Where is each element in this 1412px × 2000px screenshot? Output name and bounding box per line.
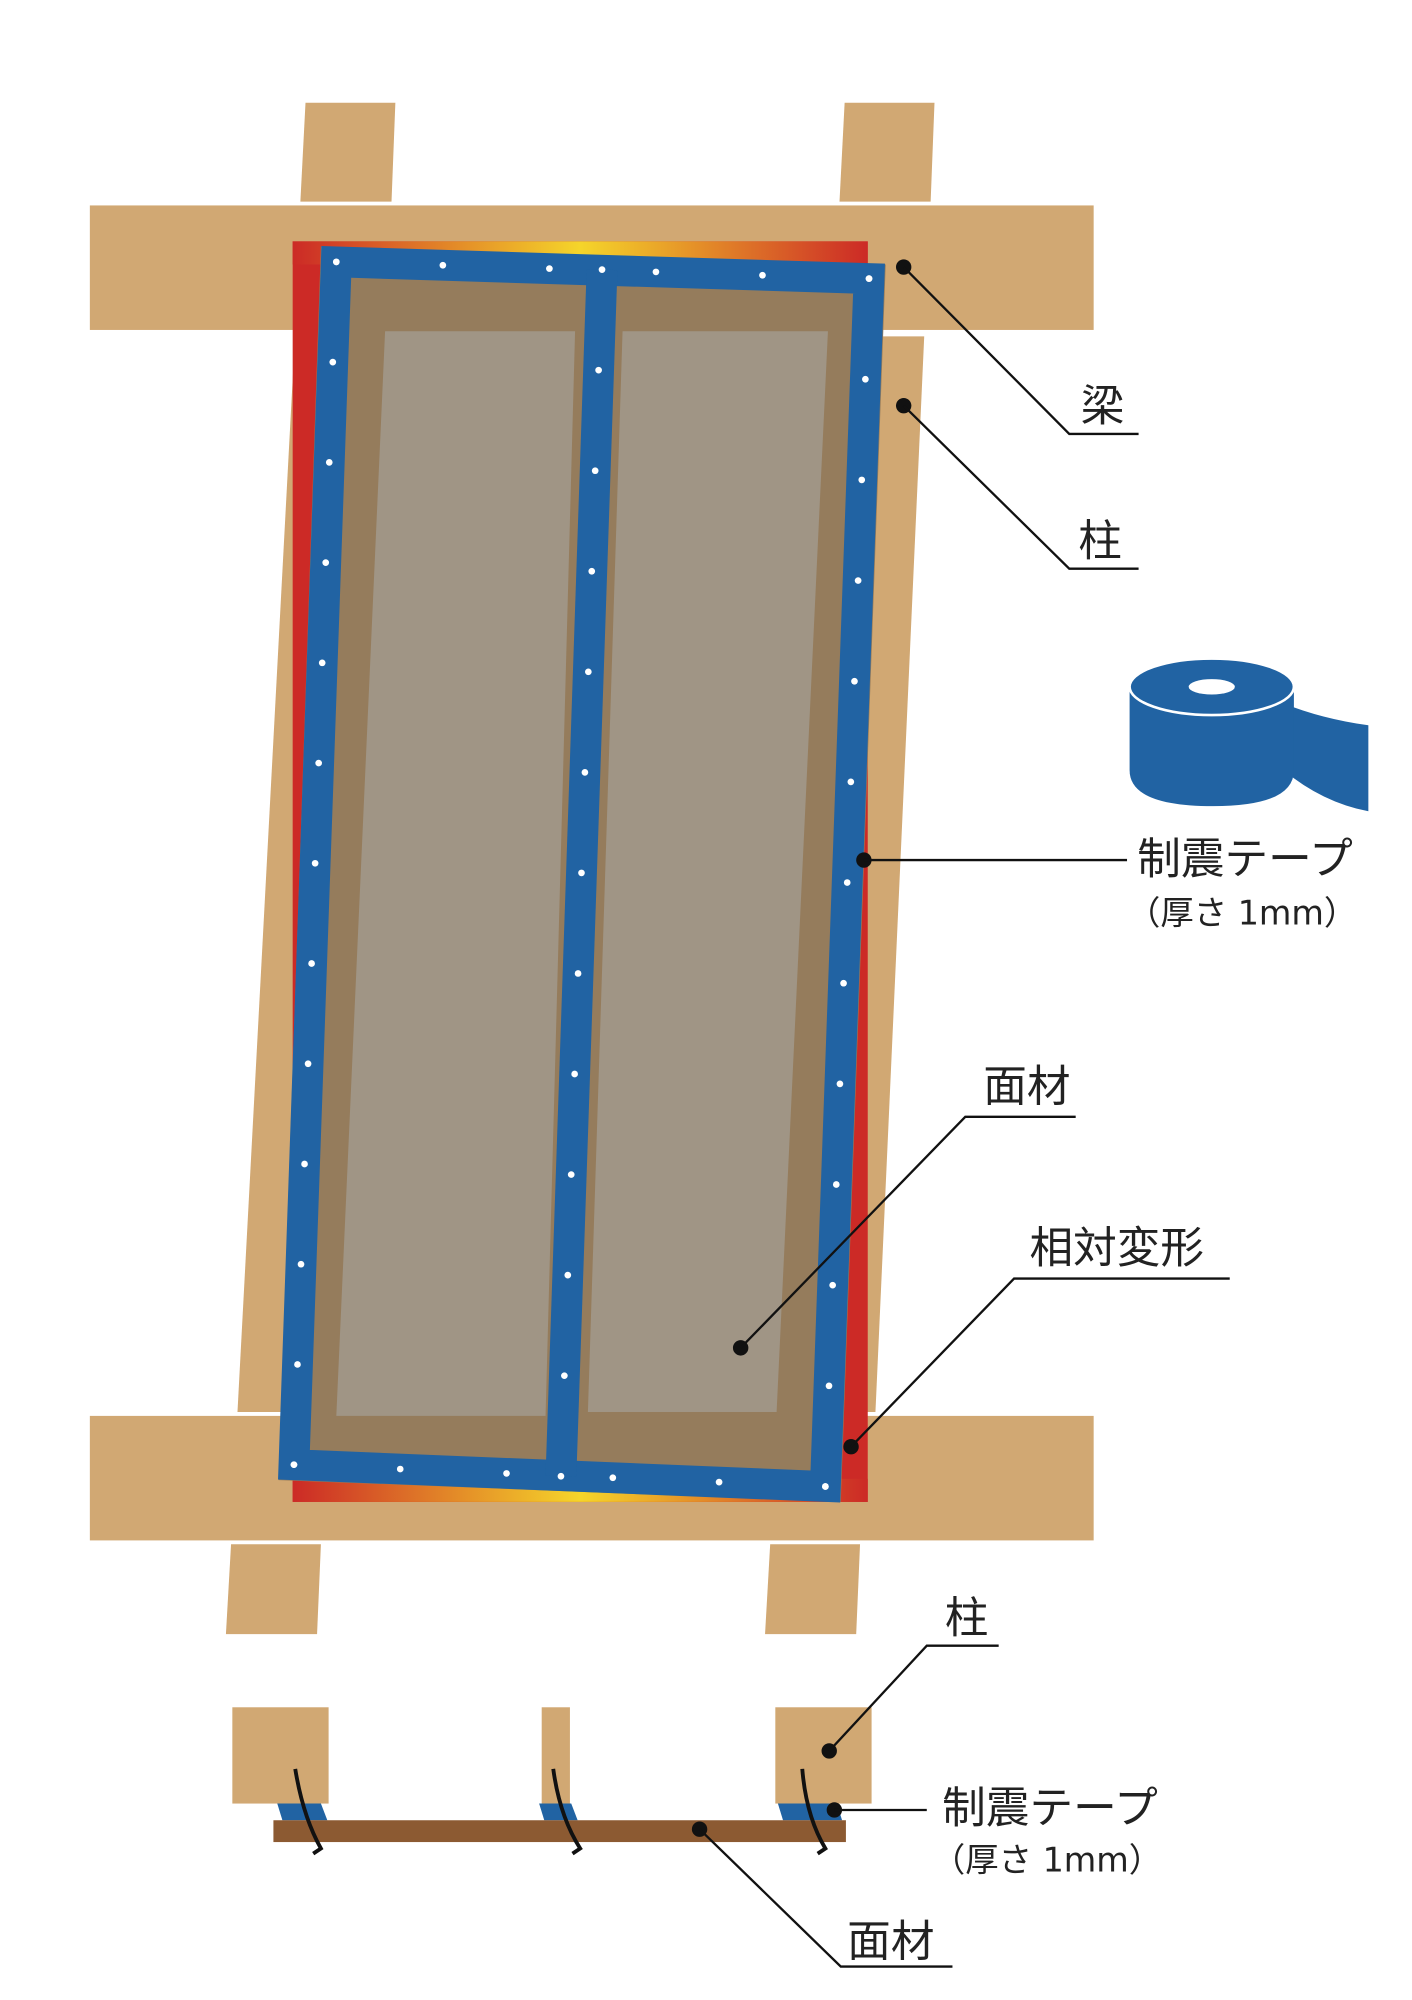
nail-dot — [847, 778, 855, 786]
label-section-column: 柱 — [945, 1593, 989, 1644]
section-tape — [539, 1803, 578, 1821]
section-panel-board — [273, 1820, 846, 1843]
nail-dot — [840, 979, 847, 987]
nail-dot — [715, 1478, 723, 1486]
nail-dot — [591, 467, 599, 475]
nail-dot — [854, 577, 862, 584]
nail-dot — [584, 668, 592, 676]
section-column-left — [232, 1707, 329, 1804]
label-section-tape: 制震テープ — [942, 1783, 1158, 1834]
nail-dot — [578, 869, 585, 877]
label-section-panel: 面材 — [847, 1916, 934, 1967]
nail-dot — [290, 1461, 298, 1469]
nail-dot — [652, 268, 660, 276]
nail-dot — [858, 476, 866, 484]
nail-dot — [325, 459, 333, 466]
label-tape-thickness: （厚さ 1mm） — [1127, 893, 1357, 932]
nail-dot — [862, 375, 869, 383]
label-beam: 梁 — [1081, 381, 1125, 432]
nail-dot — [759, 271, 766, 279]
nail-dot — [311, 859, 319, 867]
nail-dot — [609, 1474, 617, 1482]
nail-dot — [503, 1470, 510, 1477]
leader-relative-deformation — [843, 1277, 1230, 1455]
leader-panel — [732, 1115, 1076, 1356]
label-tape: 制震テープ — [1137, 834, 1353, 885]
nail-dot — [315, 759, 323, 767]
nail-dot — [564, 1271, 572, 1279]
nail-dot — [825, 1382, 833, 1390]
nail-dot — [822, 1483, 829, 1490]
nail-dot — [581, 769, 589, 776]
nail-dot — [332, 258, 340, 266]
nail-dot — [851, 677, 858, 685]
nail-dot — [865, 275, 873, 282]
nail-dot — [329, 358, 337, 366]
post-stub-bottom-right — [765, 1544, 861, 1635]
nail-dot — [308, 960, 315, 967]
panel-right — [587, 331, 828, 1413]
nail-icons — [293, 1768, 828, 1856]
nail-dot — [836, 1080, 844, 1088]
nail-dot — [588, 567, 596, 575]
nail-dot — [301, 1160, 308, 1168]
nail-dot — [832, 1181, 840, 1188]
nail-dot — [318, 659, 326, 667]
label-relative-deformation: 相対変形 — [1029, 1223, 1204, 1274]
nail-dot — [561, 1372, 568, 1380]
nail-dot — [396, 1465, 404, 1473]
panel-left — [336, 331, 576, 1416]
post-stub-top-right — [839, 102, 935, 202]
nail-dot — [322, 559, 330, 566]
tape-nail-dots — [290, 258, 873, 1490]
leader-beam — [895, 259, 1139, 436]
nail-dot — [304, 1060, 312, 1068]
nail-dot — [294, 1361, 301, 1368]
label-panel: 面材 — [983, 1061, 1070, 1112]
nail-dot — [297, 1260, 305, 1268]
nail-dot — [843, 879, 851, 886]
cross-section — [232, 1644, 999, 1968]
leader-column — [895, 397, 1139, 570]
label-section-tape-thickness: （厚さ 1mm） — [932, 1841, 1162, 1880]
nail-dot — [598, 266, 606, 273]
post-stub-bottom-left — [225, 1544, 321, 1635]
post-stub-top-left — [300, 102, 396, 202]
label-column: 柱 — [1078, 516, 1122, 567]
nail-dot — [571, 1070, 578, 1078]
leader-tape — [856, 852, 1128, 868]
tape-roll-icon — [1128, 657, 1369, 812]
section-tape — [277, 1803, 328, 1821]
nail-dot — [829, 1281, 836, 1289]
nail-dot — [595, 366, 602, 374]
nail-dot — [546, 265, 553, 272]
nail-dot — [574, 970, 582, 977]
nail-dot — [567, 1171, 575, 1178]
nail-dot — [439, 261, 447, 269]
nail-dot — [557, 1472, 565, 1480]
